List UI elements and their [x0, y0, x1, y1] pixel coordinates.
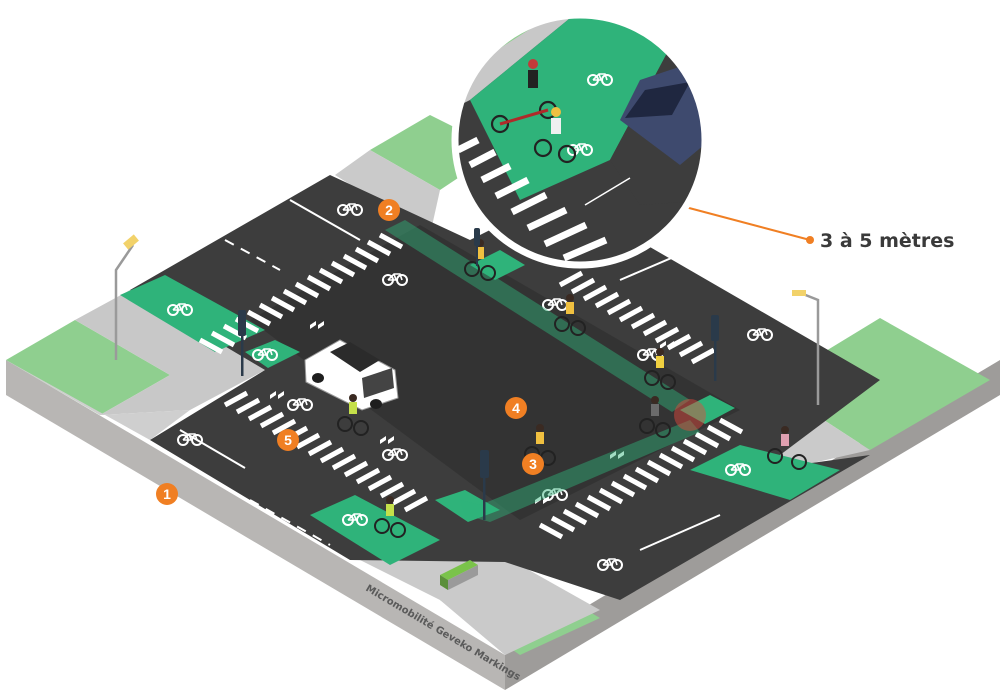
crosswalk-east	[538, 417, 744, 540]
marker-5[interactable]: 5	[277, 429, 299, 451]
bike-box-e	[690, 445, 840, 500]
callout-dot	[806, 236, 814, 244]
cyclist-icon	[337, 239, 807, 538]
street-lamp-head-east	[792, 290, 806, 296]
marker-1-label: 1	[163, 486, 171, 502]
street-lamp-head	[123, 234, 139, 250]
bike-box-nw	[120, 275, 265, 352]
bike-path-guide-south	[460, 420, 700, 522]
car-icon	[304, 339, 399, 411]
marker-5-label: 5	[284, 432, 292, 448]
sidewalk-west	[75, 290, 265, 415]
marker-2-label: 2	[385, 202, 393, 218]
traffic-light-icon	[238, 228, 719, 520]
callout-label: 3 à 5 mètres	[820, 230, 954, 252]
grass-west	[6, 320, 170, 415]
marker-4-label: 4	[512, 400, 520, 416]
marker-3[interactable]: 3	[522, 453, 544, 475]
sidewalk-sw	[6, 360, 190, 440]
bike-box-n	[470, 250, 525, 280]
marker-2[interactable]: 2	[378, 199, 400, 221]
crosswalk-south	[223, 390, 429, 513]
marker-1[interactable]: 1	[156, 483, 178, 505]
crosswalk-west	[198, 232, 404, 355]
intersection-core	[250, 225, 740, 520]
conflict-zone	[674, 399, 706, 431]
base-left-side	[6, 360, 505, 690]
bike-path-guide-north	[385, 220, 690, 412]
bench-icon	[440, 560, 478, 590]
marker-3-label: 3	[529, 456, 537, 472]
zoom-lens	[455, 15, 705, 265]
lane-markings	[179, 199, 801, 551]
bike-box-ne	[680, 395, 735, 424]
sidewalk-north	[335, 150, 440, 235]
marker-4[interactable]: 4	[505, 397, 527, 419]
zoom-lens-frame	[451, 11, 709, 269]
bike-box-sw	[310, 495, 440, 565]
